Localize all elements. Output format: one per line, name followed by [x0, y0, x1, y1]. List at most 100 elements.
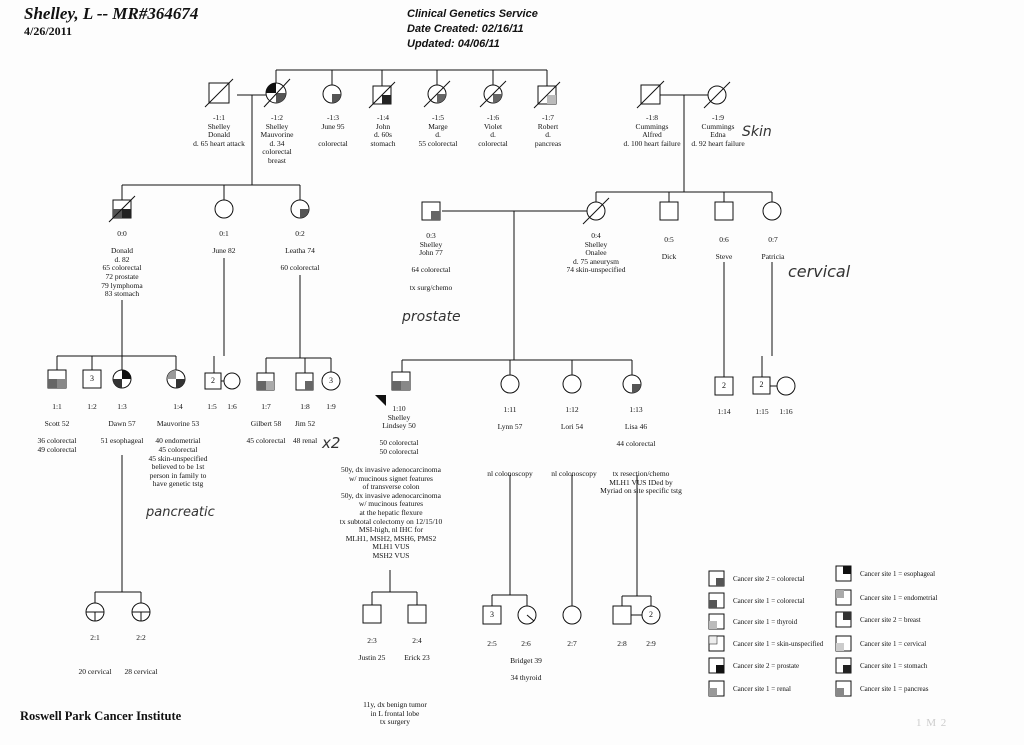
- handwritten-note: cervical: [788, 262, 851, 281]
- sibling-count: 2: [722, 381, 726, 390]
- report-date: 4/26/2011: [24, 24, 73, 38]
- individual-label: 0:3 Shelley John 77 64 colorectal tx sur…: [409, 231, 453, 292]
- sibling-count: 3: [90, 374, 94, 383]
- handwritten-note: Skin: [742, 124, 772, 140]
- individual-label: 1:2: [87, 402, 97, 411]
- individual-label: 1:6: [227, 402, 237, 411]
- individual-label: -1:7 Robert d. pancreas: [534, 113, 562, 148]
- individual-label: -1:9 Cummings Edna d. 92 heart failure: [691, 113, 745, 148]
- individual-label: 1:9: [326, 402, 336, 411]
- individual-label: 1:4 Mauvorine 53 40 endometrial 45 color…: [148, 402, 208, 489]
- individual-label: -1:8 Cummings Alfred d. 100 heart failur…: [623, 113, 681, 148]
- individual-label: 0:2 Leatha 74 60 colorectal: [280, 229, 320, 273]
- individual-label: 2:9: [646, 639, 656, 648]
- legend-label: Cancer site 1 = colorectal: [733, 597, 805, 605]
- individual-label: -1:1 Shelley Donald d. 65 heart attack: [193, 113, 245, 148]
- individual-label: 2:1 20 cervical: [78, 633, 112, 677]
- male-count-symbol: [752, 376, 771, 395]
- individual-label: 0:4 Shelley Onalee d. 75 aneurysm 74 ski…: [566, 231, 626, 275]
- individual-label: 1:12 Lori 54: [560, 405, 584, 432]
- sibling-count: 2: [759, 380, 764, 389]
- female-symbol: [762, 201, 782, 221]
- individual-label: 2:3 Justin 25: [358, 636, 386, 663]
- sibling-count: 2: [649, 610, 653, 619]
- clinical-note: 11y, dx benign tumor in L frontal lobe t…: [363, 700, 427, 727]
- individual-label: -1:3 June 95 colorectal: [318, 113, 348, 148]
- individual-label: 1:8 Jim 52 48 renal: [292, 402, 318, 446]
- handwritten-note: x2: [322, 434, 341, 452]
- male-count-symbol: [482, 605, 502, 625]
- handwritten-note: pancreatic: [146, 505, 215, 520]
- sibling-count: 3: [490, 610, 494, 619]
- individual-label: 1:13 Lisa 46 44 colorectal: [616, 405, 656, 449]
- individual-label: 1:5: [207, 402, 217, 411]
- individual-label: 1:10 Shelley Lindsey 50 50 colorectal 50…: [379, 404, 419, 456]
- individual-label: 2:7: [567, 639, 577, 648]
- patient-name: Shelley, L -- MR#364674: [24, 4, 199, 23]
- individual-label: 1:7 Gilbert 58 45 colorectal: [246, 402, 286, 446]
- individual-label: 1:15: [755, 407, 769, 416]
- individual-label: 1:1 Scott 52 36 colorectal 49 colorectal: [37, 402, 77, 454]
- sibling-count: 2: [211, 376, 215, 385]
- legend-label: Cancer site 1 = thyroid: [733, 618, 798, 626]
- individual-label: 1:3 Dawn 57 51 esophageal: [100, 402, 144, 446]
- individual-label: 0:0 Donald d. 82 65 colorectal 72 prosta…: [101, 229, 143, 299]
- individual-label: 0:5 Dick: [661, 235, 677, 262]
- clinical-note: tx resection/chemo MLH1 VUS IDed by Myri…: [600, 469, 682, 496]
- individual-label: -1:6 Violet d. colorectal: [478, 113, 508, 148]
- sibling-count: 3: [329, 376, 333, 385]
- legend-label: Cancer site 1 = renal: [733, 685, 791, 693]
- female-symbol: [562, 605, 582, 625]
- handwritten-note: prostate: [402, 309, 461, 325]
- male-symbol: [659, 201, 679, 221]
- date-created: Date Created: 02/16/11: [407, 23, 524, 35]
- individual-label: 0:7 Patricia: [761, 235, 785, 262]
- service-block: Clinical Genetics Service Date Created: …: [407, 7, 538, 52]
- legend-label: Cancer site 1 = stomach: [860, 662, 928, 670]
- male-count-symbol: [714, 376, 734, 396]
- legend-label: Cancer site 1 = esophageal: [860, 570, 936, 578]
- proband-notes: 50y, dx invasive adenocarcinoma w/ mucin…: [339, 465, 443, 560]
- legend-label: Cancer site 2 = prostate: [733, 662, 800, 670]
- individual-label: -1:5 Marge d. 55 colorectal: [418, 113, 458, 148]
- individual-label: 1:14: [717, 407, 731, 416]
- individual-label: 0:1 June 82: [212, 229, 236, 256]
- male-count-symbol: [82, 369, 102, 389]
- individual-label: 0:6 Steve: [715, 235, 733, 262]
- legend-label: Cancer site 1 = skin-unspecified: [733, 640, 824, 648]
- male-symbol: [612, 605, 632, 625]
- female-symbol: [562, 374, 582, 394]
- individual-label: 1:16: [779, 407, 793, 416]
- clinical-note: nl colonoscopy: [551, 469, 597, 478]
- legend-label: Cancer site 1 = pancreas: [860, 685, 929, 693]
- date-updated: Updated: 04/06/11: [407, 38, 500, 50]
- individual-label: 2:6 Bridget 39 34 thyroid: [510, 639, 542, 683]
- legend-label: Cancer site 1 = endometrial: [860, 594, 938, 602]
- legend-label: Cancer site 2 = breast: [860, 616, 921, 624]
- page-mark: 1 M 2: [916, 717, 948, 729]
- female-count-symbol: [321, 371, 341, 391]
- individual-label: -1:4 John d. 60s stomach: [370, 113, 396, 148]
- clinical-note: nl colonoscopy: [487, 469, 533, 478]
- female-symbol: [223, 372, 241, 390]
- legend-label: Cancer site 2 = colorectal: [733, 575, 805, 583]
- male-symbol: [714, 201, 734, 221]
- female-count-symbol: [641, 605, 661, 625]
- individual-label: 2:5: [487, 639, 497, 648]
- male-symbol: [362, 604, 382, 624]
- legend-label: Cancer site 1 = cervical: [860, 640, 927, 648]
- individual-label: -1:2 Shelley Mauvorine d. 34 colorectal …: [260, 113, 294, 165]
- individual-label: 1:11 Lynn 57: [497, 405, 523, 432]
- service-title: Clinical Genetics Service: [407, 8, 538, 20]
- institution-name: Roswell Park Cancer Institute: [20, 709, 182, 723]
- female-symbol: [500, 374, 520, 394]
- individual-label: 2:8: [617, 639, 627, 648]
- female-symbol: [214, 199, 234, 219]
- male-count-symbol: [204, 372, 222, 390]
- individual-label: 2:4 Erick 23: [404, 636, 430, 663]
- female-symbol: [776, 376, 796, 396]
- male-symbol: [407, 604, 427, 624]
- individual-label: 2:2 28 cervical: [124, 633, 158, 677]
